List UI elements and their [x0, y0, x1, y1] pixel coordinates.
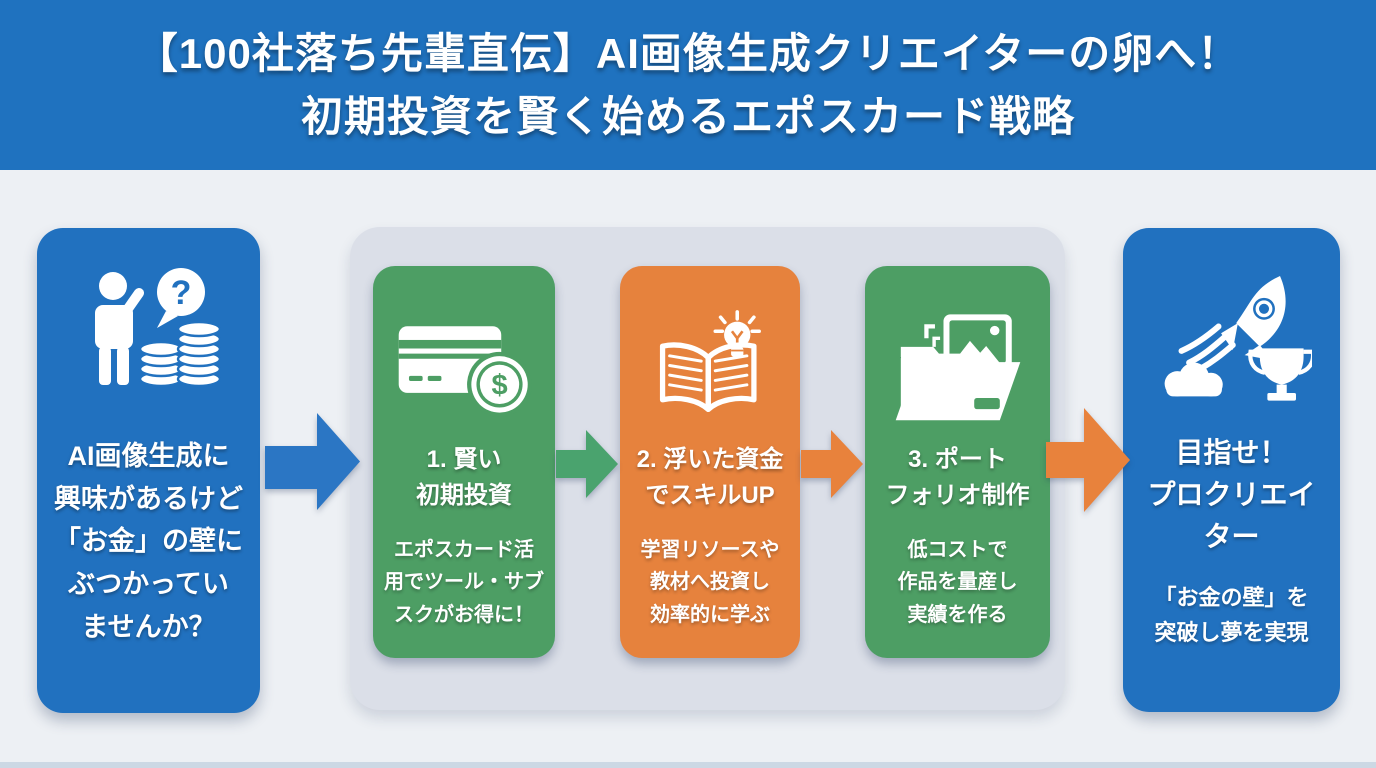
problem-card: ? AI画像生成に 興味があるけど 「お金」の壁に ぶつかってい ませんか？	[37, 228, 260, 713]
page-title: 【100社落ち先輩直伝】AI画像生成クリエイターの卵へ！ 初期投資を賢く始めるエ…	[135, 30, 1241, 140]
flow-container: $ 1. 賢い 初期投資 エポスカード活 用でツール・サブ スクがお得に！	[350, 227, 1065, 710]
person-question-coins-icon: ?	[73, 261, 225, 407]
step-body: エポスカード活 用でツール・サブ スクがお得に！	[384, 539, 544, 626]
arrow-right-orange-icon	[801, 430, 863, 498]
bottom-strip	[0, 762, 1376, 768]
arrow-right-orange-large-icon	[1046, 408, 1130, 512]
credit-card-dollar-icon: $	[397, 308, 532, 430]
step-body: 低コストで 作品を量産し 実績を作る	[897, 539, 1018, 626]
question-mark-glyph: ?	[170, 274, 191, 312]
goal-body: 「お金の壁」を 突破し夢を実現	[1154, 585, 1309, 646]
step-title: 2. 浮いた資金 でスキルUP	[636, 446, 784, 509]
header-banner: 【100社落ち先輩直伝】AI画像生成クリエイターの卵へ！ 初期投資を賢く始めるエ…	[0, 0, 1376, 170]
step-card-2: 2. 浮いた資金 でスキルUP 学習リソースや 教材へ投資し 効率的に学ぶ	[620, 266, 800, 658]
step-body: 学習リソースや 教材へ投資し 効率的に学ぶ	[640, 539, 780, 626]
goal-card: 目指せ！ プロクリエイ ター 「お金の壁」を 突破し夢を実現	[1123, 228, 1340, 712]
step-title: 1. 賢い 初期投資	[416, 446, 512, 509]
problem-text: AI画像生成に 興味があるけど 「お金」の壁に ぶつかってい ませんか？	[54, 441, 243, 642]
folder-image-icon	[894, 308, 1022, 430]
arrow-right-green-icon	[556, 430, 618, 498]
book-lightbulb-icon	[645, 308, 775, 430]
step-card-1: $ 1. 賢い 初期投資 エポスカード活 用でツール・サブ スクがお得に！	[373, 266, 555, 658]
rocket-trophy-icon	[1152, 256, 1312, 418]
step-card-3: 3. ポート フォリオ制作 低コストで 作品を量産し 実績を作る	[865, 266, 1050, 658]
goal-title: 目指せ！ プロクリエイ ター	[1147, 437, 1316, 552]
dollar-glyph: $	[491, 370, 507, 402]
arrow-right-blue-icon	[265, 413, 360, 510]
step-title: 3. ポート フォリオ制作	[885, 446, 1030, 509]
